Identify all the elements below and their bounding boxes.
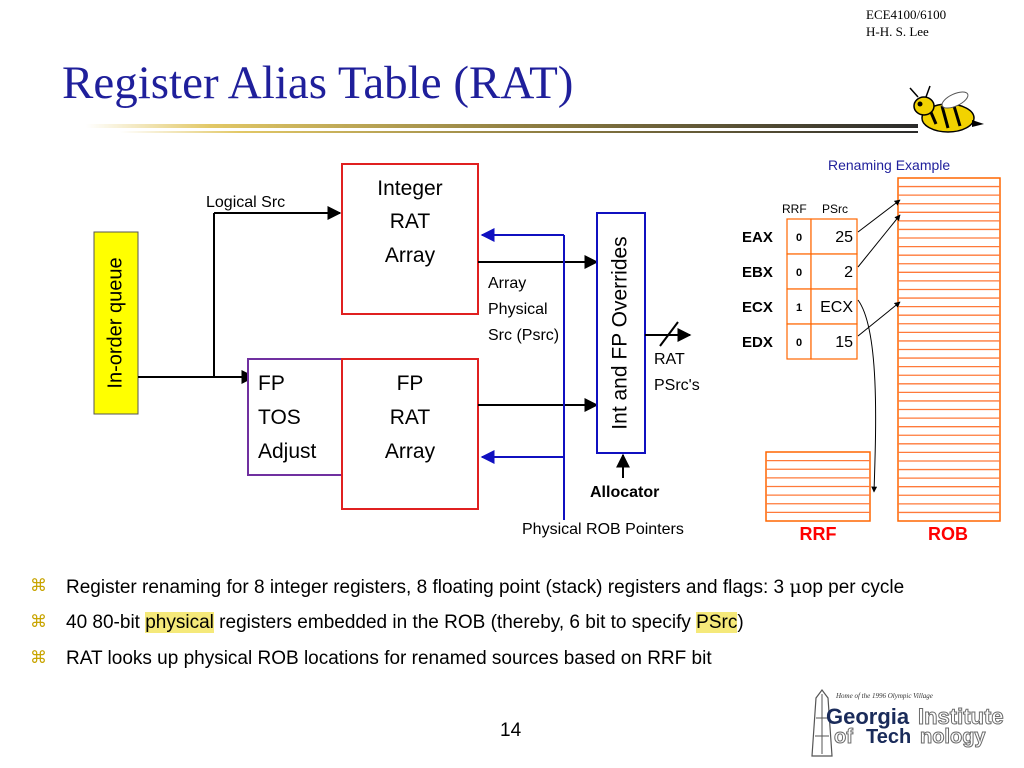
fp-rat-array: FP RAT Array: [341, 358, 479, 510]
slide-title: Register Alias Table (RAT): [62, 57, 574, 109]
page-number: 14: [500, 720, 522, 741]
integer-rat-array: Integer RAT Array: [341, 163, 479, 315]
georgia-tech-logo: Home of the 1996 Olympic Village Georgia…: [808, 688, 1022, 758]
rename-pointer-lines: [857, 199, 901, 493]
fp-rat-line2: RAT: [390, 406, 431, 429]
psrc-arrows: [478, 255, 599, 412]
mu-symbol: μ: [789, 576, 802, 598]
rat-diagram: In-order queue Logical Src Integer RAT A…: [86, 85, 1001, 544]
bullet-item: ⌘ Register renaming for 8 integer regist…: [30, 572, 1020, 608]
rob-array-label: ROB: [928, 524, 968, 544]
psrc-cell: [810, 323, 858, 360]
rrf-bit: 0: [796, 232, 802, 244]
rrf-bit: 1: [796, 302, 802, 314]
psrc-value: 2: [844, 264, 853, 281]
logo-georgia: Georgia: [826, 704, 910, 729]
physical-rob-pointers-label: Physical ROB Pointers: [522, 521, 684, 538]
psrc-cell: [810, 218, 858, 255]
title-underline: [86, 124, 918, 133]
fp-tos-line3: Adjust: [258, 440, 317, 463]
bullet-text: 40 80-bit physical registers embedded in…: [66, 612, 744, 634]
register-name: EAX: [742, 229, 773, 246]
bullet-item: ⌘ 40 80-bit physical registers embedded …: [30, 608, 1020, 644]
rrf-cell: [786, 288, 812, 325]
psrc-value: 25: [835, 229, 853, 246]
array-psrc-line1: Array: [488, 275, 526, 292]
psrc-cell: [810, 253, 858, 290]
array-psrc-line3: Src (Psrc): [488, 327, 559, 344]
highlight-psrc: PSrc: [696, 612, 738, 633]
physical-rob-pointer-lines: [480, 228, 565, 520]
rat-psrcs-output: [645, 321, 692, 347]
bullet-item: ⌘ RAT looks up physical ROB locations fo…: [30, 644, 1020, 680]
bullet-marker-icon: ⌘: [30, 648, 47, 668]
course-author: H-H. S. Lee: [866, 24, 929, 39]
bullet-text-part: op per cycle: [801, 577, 905, 598]
fp-rat-line1: FP: [397, 372, 424, 395]
integer-rat-line3: Array: [385, 244, 436, 267]
fp-tos-line2: TOS: [258, 406, 301, 429]
yellow-jacket-mascot-icon: [909, 85, 984, 133]
psrc-value: ECX: [820, 299, 853, 316]
fp-rat-line3: Array: [385, 440, 436, 463]
logo-of: of: [834, 726, 854, 749]
rrf-cell: [786, 323, 812, 360]
logo-caption: Home of the 1996 Olympic Village: [836, 692, 933, 700]
inorder-queue: In-order queue: [93, 231, 139, 415]
int-fp-overrides: Int and FP Overrides: [596, 212, 646, 454]
renaming-example-title: Renaming Example: [828, 157, 950, 173]
bullet-marker-icon: ⌘: [30, 612, 47, 632]
logo-institute: Institute: [918, 704, 1005, 730]
rat-psrcs-line2: PSrc's: [654, 377, 700, 394]
col-psrc-header: PSrc: [822, 202, 848, 216]
bullet-text: Register renaming for 8 integer register…: [66, 576, 904, 599]
logo-tech: Tech: [866, 726, 912, 748]
bullet-text-part: 40 80-bit: [66, 612, 146, 633]
array-psrc-line2: Physical: [488, 301, 548, 318]
course-header: ECE4100/6100 H-H. S. Lee: [866, 6, 946, 40]
allocator-label: Allocator: [590, 484, 659, 501]
logo-nology: nology: [920, 726, 987, 749]
fp-tos-adjust: FP TOS Adjust: [247, 358, 343, 476]
register-name: ECX: [742, 299, 773, 316]
col-rrf-header: RRF: [782, 202, 807, 216]
tower-logo-icon: [811, 689, 833, 757]
integer-rat-line2: RAT: [390, 210, 431, 233]
register-name: EDX: [742, 334, 773, 351]
psrc-value: 15: [835, 334, 853, 351]
rrf-array: [765, 451, 871, 522]
rrf-array-label: RRF: [800, 524, 837, 544]
bullet-text: RAT looks up physical ROB locations for …: [66, 648, 712, 669]
bullet-text-part: registers embedded in the ROB (thereby, …: [213, 612, 697, 633]
rrf-bit: 0: [796, 337, 802, 349]
fp-tos-line1: FP: [258, 372, 285, 395]
bullet-text-part: Register renaming for 8 integer register…: [66, 577, 790, 598]
highlight-physical: physical: [145, 612, 214, 633]
bullet-list: ⌘ Register renaming for 8 integer regist…: [30, 572, 1020, 680]
course-code: ECE4100/6100: [866, 7, 947, 22]
register-name: EBX: [742, 264, 773, 281]
bullet-marker-icon: ⌘: [30, 576, 47, 596]
overrides-label: Int and FP Overrides: [609, 236, 632, 429]
rob-array: [897, 177, 1001, 522]
rrf-bit: 0: [796, 267, 802, 279]
integer-rat-line1: Integer: [377, 177, 442, 200]
queue-connector: [138, 206, 342, 384]
logical-src-label: Logical Src: [206, 194, 285, 211]
rat-psrcs-line1: RAT: [654, 351, 685, 368]
bullet-text-part: ): [737, 612, 744, 633]
inorder-queue-label: In-order queue: [104, 257, 126, 388]
